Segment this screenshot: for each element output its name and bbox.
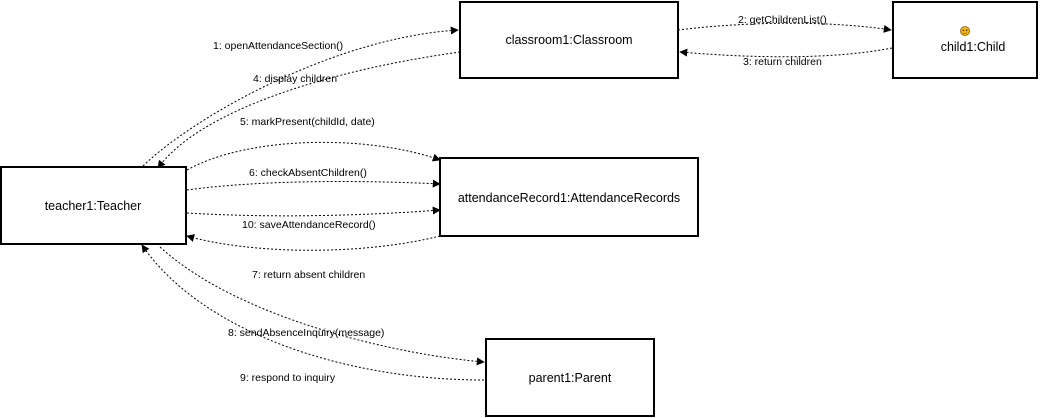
- message-2-path: [677, 22, 892, 33]
- object-classroom-label: classroom1:Classroom: [505, 33, 632, 47]
- object-parent-label: parent1:Parent: [529, 371, 612, 385]
- object-attendance-record-label: attendanceRecord1:AttendanceRecords: [458, 191, 680, 205]
- message-5-path: [186, 141, 441, 171]
- message-6-label: 6: checkAbsentChildren(): [249, 167, 367, 179]
- message-1-path: [142, 26, 459, 167]
- message-8-path: [159, 246, 485, 366]
- object-parent[interactable]: parent1:Parent: [485, 338, 655, 417]
- message-9-label: 9: respond to inquiry: [240, 372, 336, 384]
- message-10-label: 10: saveAttendanceRecord(): [242, 219, 376, 231]
- message-10-path: [186, 206, 441, 217]
- object-child-label: child1:Child: [941, 40, 1006, 54]
- message-1-label: 1: openAttendanceSection(): [213, 40, 343, 52]
- object-teacher[interactable]: teacher1:Teacher: [0, 166, 187, 245]
- message-6-path: [186, 179, 441, 191]
- object-attendance-record[interactable]: attendanceRecord1:AttendanceRecords: [439, 157, 699, 237]
- message-4-path: [157, 51, 461, 169]
- message-4-label: 4: display children: [253, 73, 337, 85]
- message-7-label: 7: return absent children: [252, 269, 365, 281]
- child-face-icon: [960, 26, 970, 36]
- object-classroom[interactable]: classroom1:Classroom: [459, 1, 679, 79]
- message-5-label: 5: markPresent(childId, date): [240, 116, 375, 128]
- message-7-path: [186, 234, 441, 251]
- message-8-label: 8: sendAbsenceInquiry(message): [228, 327, 384, 339]
- message-2-label: 2: getChildrenList(): [738, 14, 827, 26]
- message-3-label: 3: return children: [743, 56, 822, 68]
- object-teacher-label: teacher1:Teacher: [45, 199, 142, 213]
- object-child[interactable]: child1:Child: [892, 1, 1038, 79]
- message-9-path: [141, 244, 485, 381]
